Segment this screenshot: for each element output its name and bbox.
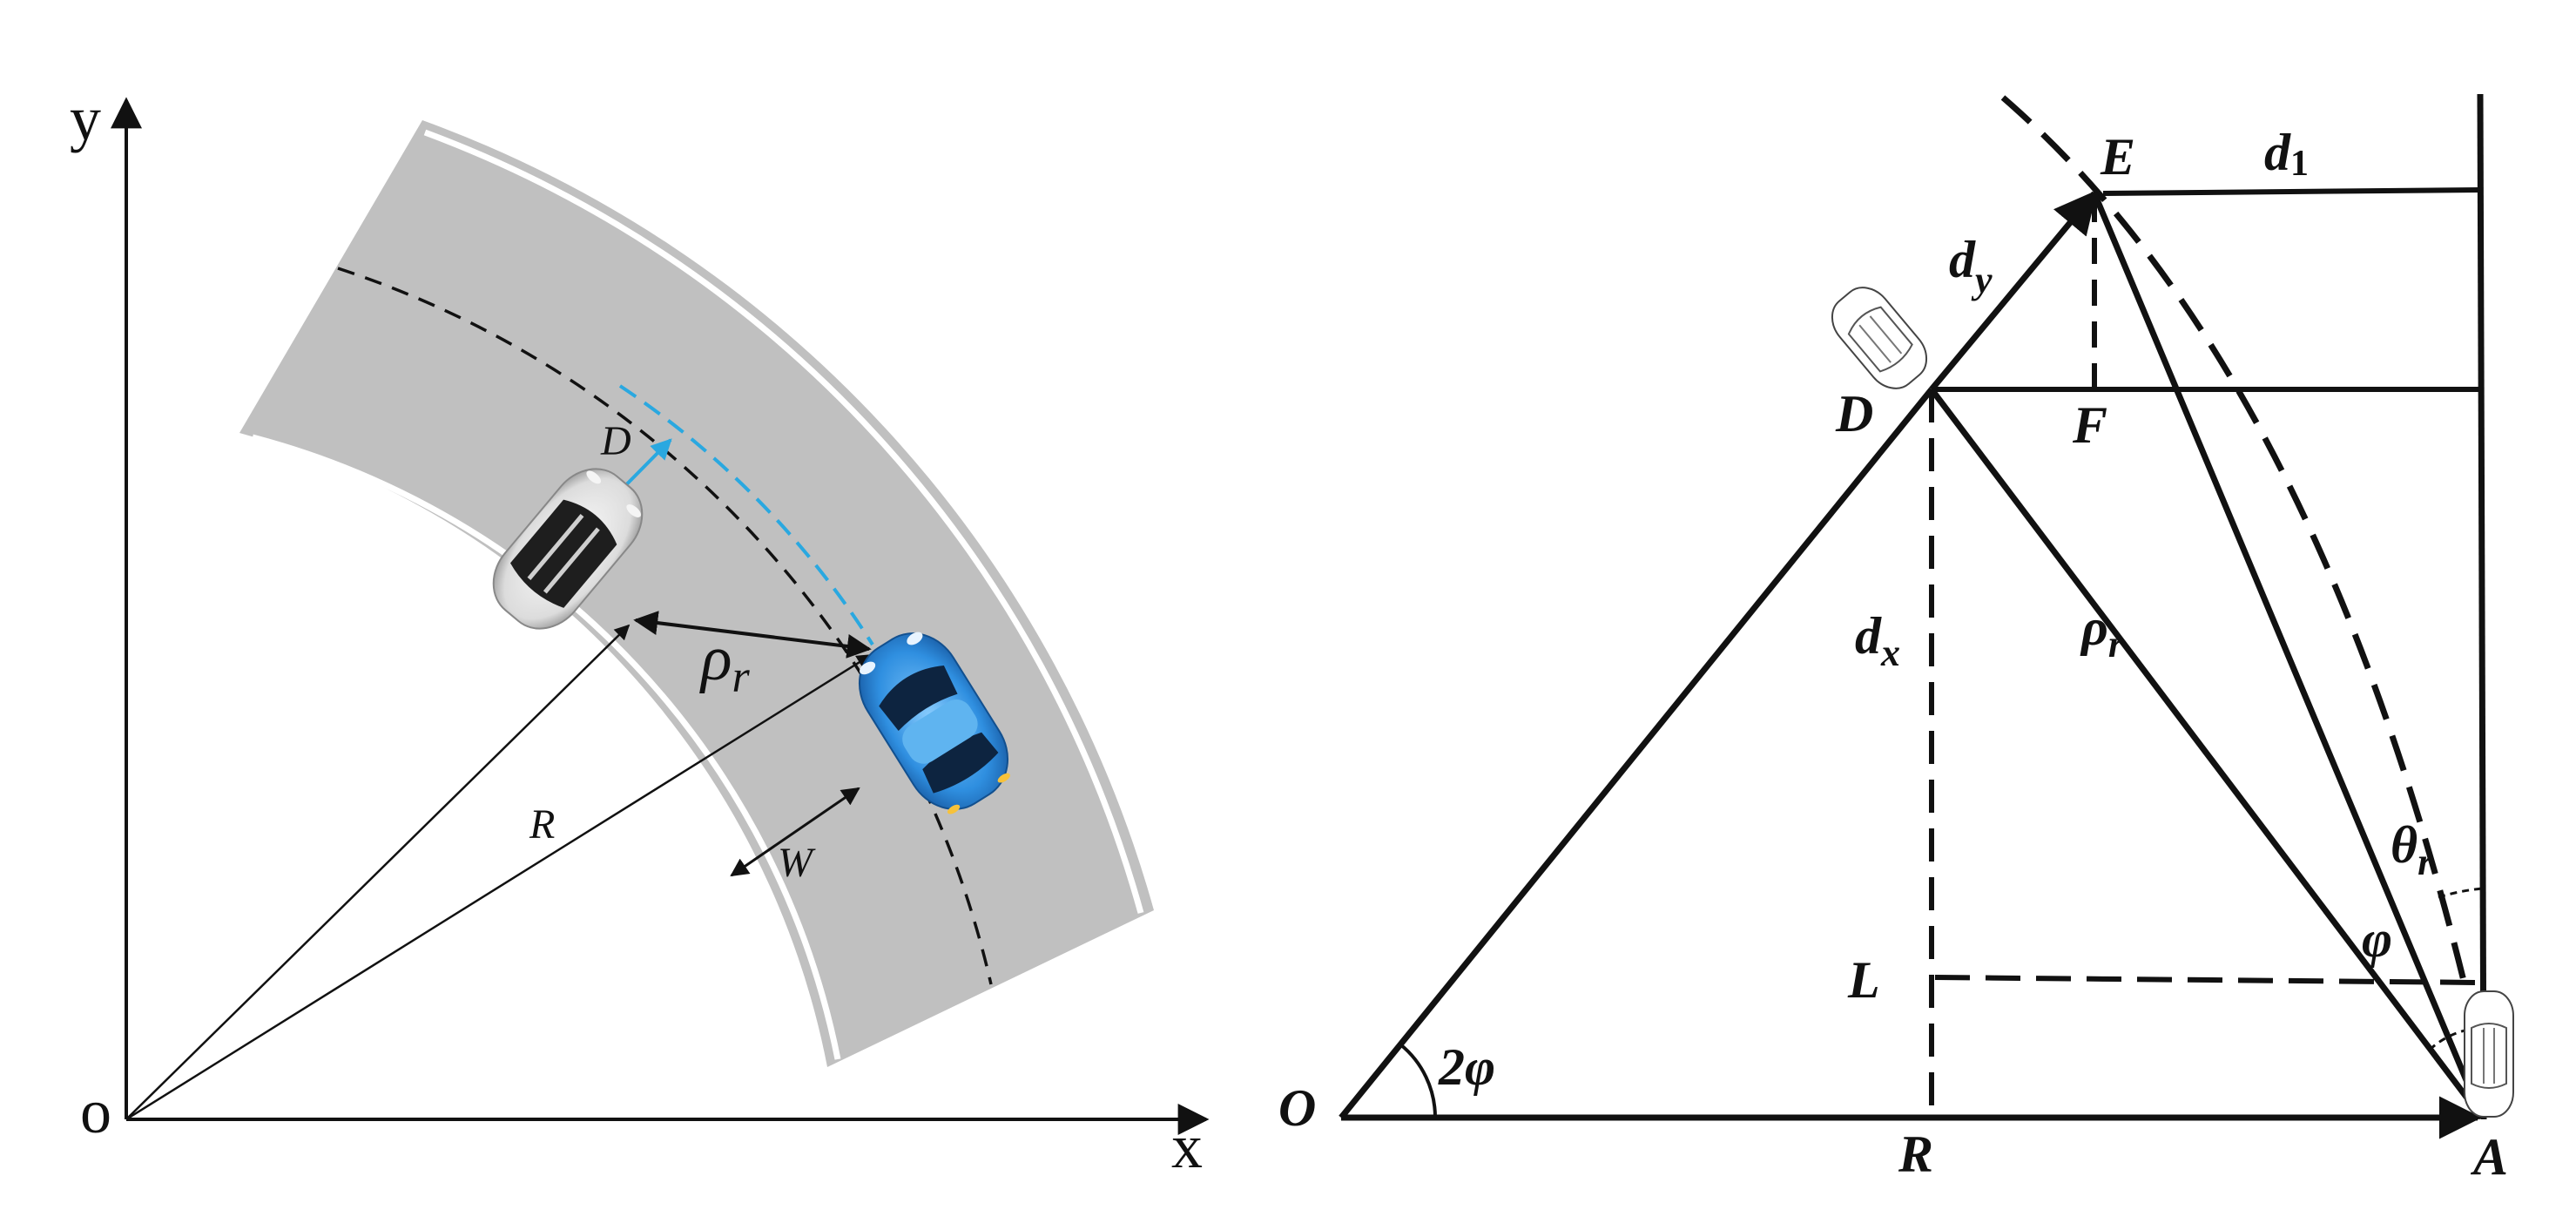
road-center-line <box>337 267 993 985</box>
label-D-right: D <box>1835 385 1873 443</box>
line-O-D <box>1339 387 1934 1120</box>
label-R-right: R <box>1898 1125 1933 1183</box>
label-2phi: 2φ <box>1438 1038 1495 1096</box>
label-L: L <box>1847 951 1880 1009</box>
label-E: E <box>2100 128 2135 186</box>
radius-to-white-car <box>125 624 631 1120</box>
blue-car <box>858 632 1010 814</box>
road-inner-edge <box>252 434 841 1060</box>
label-rho-right: ρr <box>2080 598 2124 666</box>
line-E-to-boundary <box>2102 187 2481 196</box>
origin-label: o <box>80 1077 111 1146</box>
x-axis-label: x <box>1171 1112 1203 1181</box>
right-panel: E d1 dy D F dx ρr θr φ L O 2φ R A <box>1278 93 2514 1186</box>
y-axis-label: y <box>70 84 101 153</box>
label-dx: dx <box>1855 607 1900 674</box>
angle-arc-theta <box>2438 887 2483 899</box>
label-dy: dy <box>1949 231 1993 301</box>
label-theta: θr <box>2391 816 2433 883</box>
dashed-L-A <box>1934 975 2481 985</box>
label-A: A <box>2470 1128 2508 1186</box>
small-car-A <box>2464 990 2514 1118</box>
line-D-E <box>1929 190 2098 392</box>
road-surface <box>239 120 1154 1067</box>
label-F: F <box>2072 396 2107 454</box>
label-W-left: W <box>778 840 816 886</box>
label-rho-left: ρr <box>699 623 751 702</box>
label-phi: φ <box>2362 910 2392 968</box>
label-d1: d1 <box>2264 124 2309 184</box>
blue-car-trajectory <box>618 384 874 646</box>
road-outer-edge <box>423 129 1144 914</box>
w-double-arrow <box>730 787 860 877</box>
vertical-boundary-line <box>2477 93 2487 1120</box>
label-O: O <box>1278 1079 1316 1137</box>
small-car-D <box>1831 287 1928 389</box>
line-D-A <box>1929 387 2485 1120</box>
radius-to-blue-car <box>125 653 873 1121</box>
dashed-arc <box>2000 95 2468 985</box>
white-car <box>492 468 644 630</box>
label-R-left: R <box>529 801 555 848</box>
label-D-left: D <box>600 418 631 464</box>
angle-arc-2phi <box>1399 1043 1438 1118</box>
line-E-A <box>2091 192 2485 1119</box>
rho-double-arrow <box>633 611 872 659</box>
left-panel: y x o D ρr R W <box>70 84 1210 1181</box>
